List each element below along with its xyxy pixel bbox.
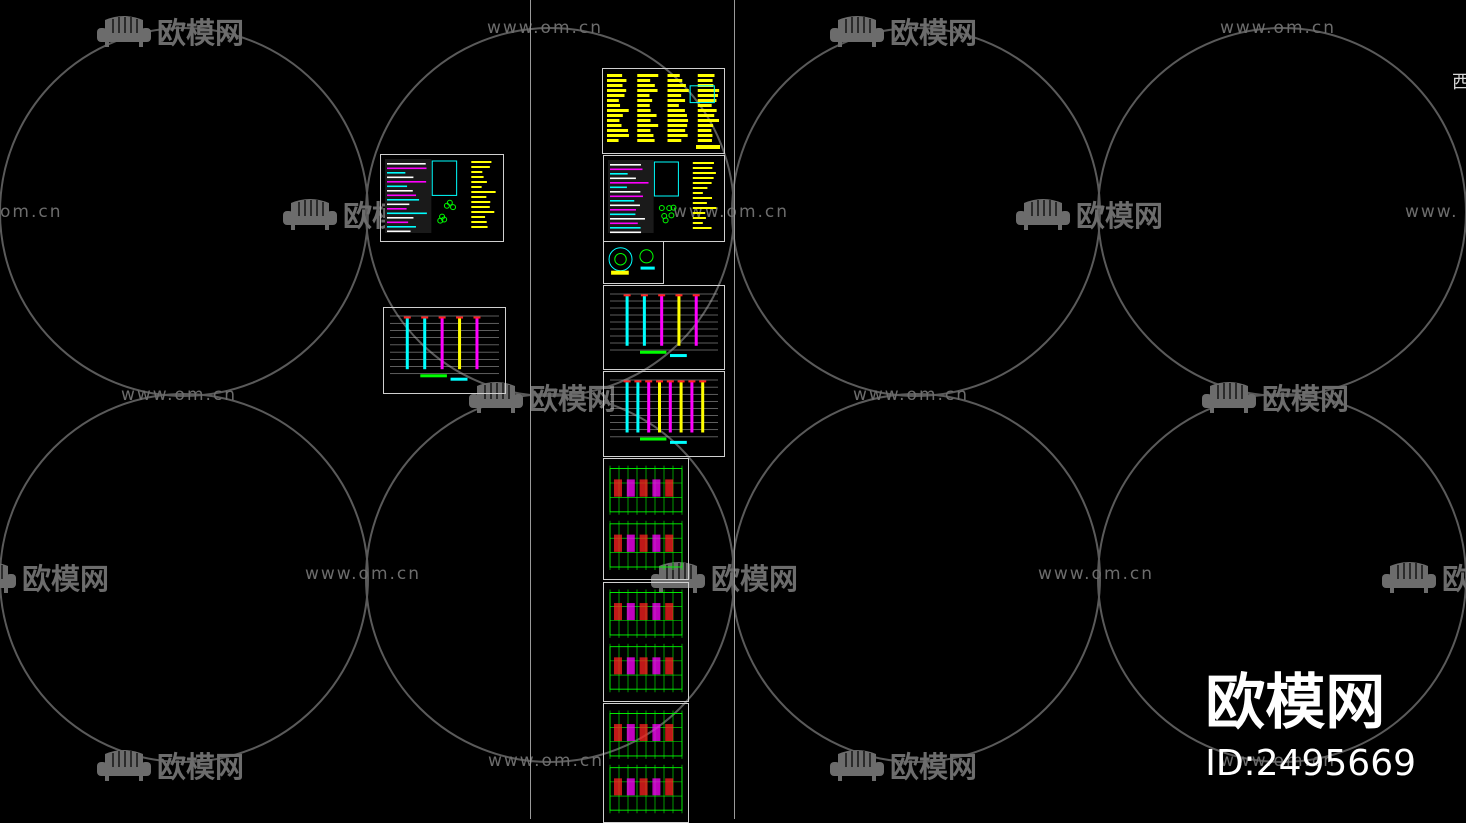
sheet-notes-left[interactable] [380, 154, 504, 242]
watermark-url: www. [1405, 202, 1459, 222]
watermark-brand-text: 欧模网 [529, 382, 617, 416]
viewport-divider-left[interactable] [530, 0, 531, 819]
watermark-logo: 欧模网 [1200, 376, 1349, 418]
sheet-details-small[interactable] [603, 241, 664, 284]
watermark-logo: 欧模网 [0, 556, 109, 598]
sheet-drawing [608, 160, 717, 234]
sheet-drawing [609, 710, 683, 814]
sheet-riser-left[interactable] [383, 307, 506, 394]
sheet-drawing [607, 74, 720, 149]
watermark-url: www.om.cn [1220, 18, 1337, 38]
sheet-drawing [610, 379, 718, 444]
sheet-drawing [608, 247, 655, 275]
sheet-floor-plan-3[interactable] [603, 703, 689, 823]
viewport-divider-right[interactable] [734, 0, 735, 819]
sofa-logo-icon [97, 750, 151, 781]
sheet-drawing [390, 315, 499, 381]
watermark-url: www.om.cn [305, 564, 422, 584]
watermark-brand-text: 欧模网 [1076, 199, 1164, 233]
watermark-brand-text: 欧模网 [22, 562, 110, 596]
sofa-logo-icon [830, 750, 884, 781]
sheet-drawing [610, 293, 718, 358]
watermark-brand-text: 欧模网 [157, 16, 245, 50]
brand-badge: 欧模网 ID:2495669 [1205, 662, 1416, 784]
sofa-logo-icon [1202, 382, 1256, 413]
brand-id: ID:2495669 [1205, 743, 1416, 784]
watermark-brand-text: 欧模网 [711, 562, 799, 596]
corner-label: 西 [1452, 72, 1466, 93]
watermark-url: www.om.cn [1220, 751, 1337, 771]
watermark-url: www.om.cn [853, 385, 970, 405]
sofa-logo-icon [97, 16, 151, 47]
watermark-logo: 欧模网 [95, 744, 244, 786]
watermark-url: www.om.cn [1038, 564, 1155, 584]
watermark-url: www.om.cn [121, 385, 238, 405]
watermark-url: www.om.cn [487, 18, 604, 38]
watermark-brand-text: 欧模网 [157, 750, 245, 784]
sofa-logo-icon [1382, 562, 1436, 593]
watermark-brand-text: 欧模网 [890, 16, 978, 50]
sheet-notes-yellow[interactable] [602, 68, 725, 154]
sheet-floor-plan-2[interactable] [603, 582, 689, 702]
watermark-brand-text: 欧模网 [1262, 382, 1350, 416]
sofa-logo-icon [830, 16, 884, 47]
watermark-logo: 欧模网 [828, 10, 977, 52]
watermark-logo: 欧模网 [1014, 193, 1163, 235]
sheet-floor-plan-1[interactable] [603, 458, 689, 580]
sheet-drawing [609, 465, 683, 570]
watermark-logo: 欧模网 [95, 10, 244, 52]
sofa-logo-icon [1016, 199, 1070, 230]
watermark-brand-text: 欧模网 [1442, 562, 1466, 596]
watermark-logo: 欧模网 [467, 376, 616, 418]
watermark-logo: 欧模网 [828, 744, 977, 786]
brand-name: 欧模网 [1205, 668, 1386, 738]
watermark-logo: 欧模网 [1380, 556, 1466, 598]
sheet-riser-1[interactable] [603, 285, 725, 370]
watermark-logo: 欧模网 [649, 556, 798, 598]
sofa-logo-icon [0, 563, 16, 593]
watermark-url: www.om.cn [488, 751, 605, 771]
sheet-notes-1[interactable] [603, 155, 725, 242]
sheet-riser-2[interactable] [603, 371, 725, 457]
sheet-drawing [609, 589, 683, 693]
sheet-drawing [385, 159, 496, 233]
sofa-logo-icon [283, 199, 337, 230]
watermark-url: om.cn [0, 202, 63, 222]
watermark-brand-text: 欧模网 [890, 750, 978, 784]
